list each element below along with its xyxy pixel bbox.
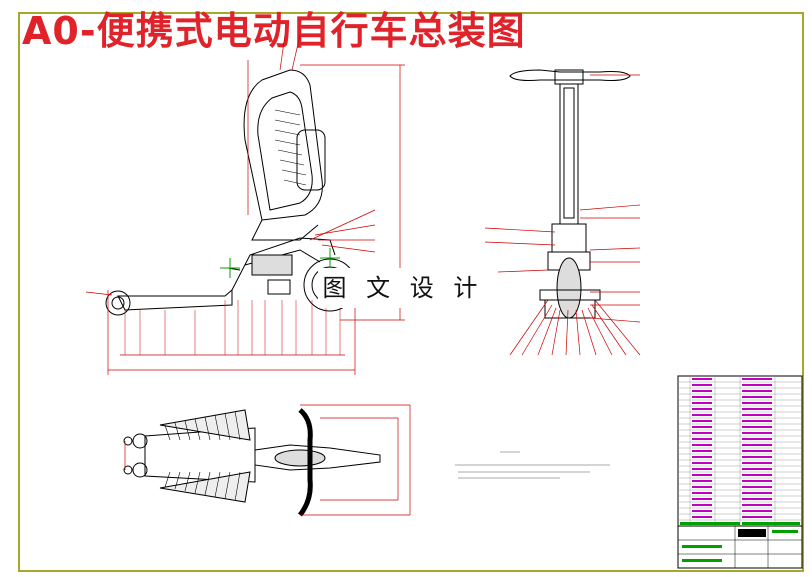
battery [296, 129, 326, 191]
front-wheel-front-view [556, 257, 582, 319]
top-dimensions [124, 404, 411, 516]
bom-table [677, 375, 803, 569]
front-view [509, 69, 631, 319]
head-tube [551, 223, 587, 253]
side-dimensions [85, 34, 405, 375]
drawing-frame [18, 12, 804, 572]
drawing-title: A0-便携式电动自行车总装图 [22, 9, 526, 53]
rear-wheel [105, 290, 131, 316]
handlebar-top-view [298, 408, 313, 517]
handle-frame [243, 69, 323, 221]
deck [117, 288, 233, 311]
handlebar [509, 69, 631, 81]
steering-column [559, 83, 579, 225]
technical-notes [455, 451, 610, 479]
motor-housing [251, 254, 293, 276]
watermark: 图 文 设 计 [318, 268, 488, 308]
front-dimensions [484, 74, 641, 356]
top-view [123, 408, 381, 517]
